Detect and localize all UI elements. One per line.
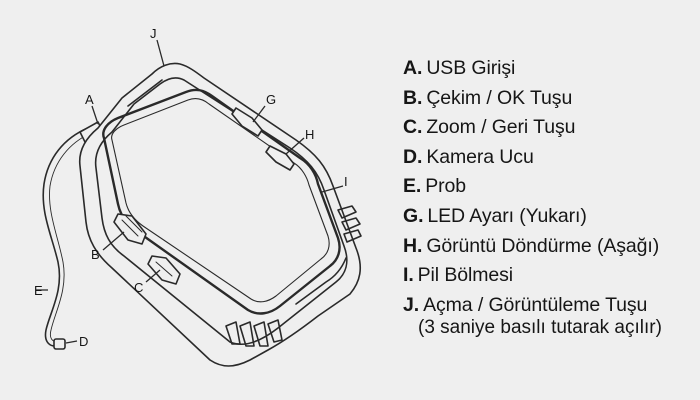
device-body (78, 62, 362, 367)
button-g (231, 107, 263, 137)
callout-g: G (266, 92, 276, 107)
legend-item-b: B.Çekim / OK Tuşu (403, 86, 573, 109)
power-cap (127, 79, 163, 107)
callout-c: C (134, 280, 143, 295)
callout-b: B (91, 247, 100, 262)
button-c (147, 255, 181, 285)
camera-tip (53, 338, 66, 350)
callout-d: D (79, 334, 88, 349)
leader-lines (36, 39, 344, 344)
screen-inner (111, 98, 330, 303)
callout-j: J (150, 26, 157, 41)
probe-cable-inner (49, 132, 92, 343)
callout-h: H (305, 127, 314, 142)
callout-a: A (85, 92, 94, 107)
legend-item-a: A.USB Girişi (403, 57, 516, 79)
callout-e: E (34, 283, 43, 298)
button-b (113, 213, 147, 245)
legend-item-c: C.Zoom / Geri Tuşu (403, 116, 576, 139)
probe-cable (42, 127, 89, 347)
legend-note: (3 saniye basılı tutarak açılır) (418, 317, 662, 339)
legend-item-j: J.Açma / Görüntüleme Tuşu (403, 293, 648, 316)
side-grip (337, 205, 362, 243)
callout-i: I (344, 174, 348, 189)
legend-item-i: I.Pil Bölmesi (403, 264, 513, 287)
bottom-grip (225, 319, 283, 347)
legend-item-h: H.Görüntü Döndürme (Aşağı) (403, 234, 660, 257)
legend: A.USB Girişi B.Çekim / OK Tuşu C.Zoom / … (403, 54, 693, 340)
legend-item-d: D.Kamera Ucu (403, 145, 534, 168)
legend-item-g: G.LED Ayarı (Yukarı) (403, 204, 587, 227)
battery-compartment (295, 257, 347, 305)
legend-item-e: E.Prob (403, 175, 467, 198)
